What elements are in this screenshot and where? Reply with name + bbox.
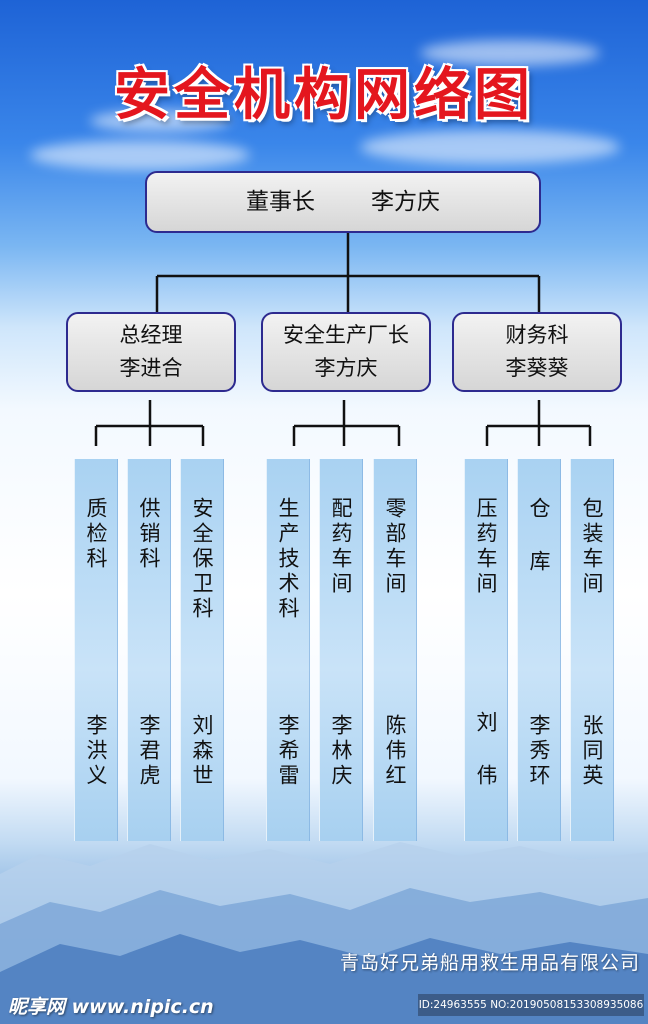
- department-head: 刘 伟: [474, 711, 498, 789]
- watermark-logo: 昵享网 www.nipic.cn: [8, 996, 214, 1018]
- cloud: [360, 130, 620, 164]
- chairman-node: 董事长 李方庆: [145, 171, 541, 233]
- cloud: [30, 140, 250, 170]
- department-column: 安全保卫科 刘森世: [180, 459, 224, 841]
- branch-name: 李方庆: [314, 356, 378, 380]
- department-column: 供销科 李君虎: [127, 459, 171, 841]
- department-column: 包装车间 张同英: [570, 459, 614, 841]
- page-title: 安全机构网络图: [114, 62, 534, 128]
- department-name: 包装车间: [580, 497, 604, 597]
- cloud: [420, 40, 600, 66]
- department-name: 配药车间: [329, 497, 353, 597]
- branch-node: 安全生产厂长 李方庆: [261, 312, 431, 392]
- branch-role: 财务科: [505, 323, 569, 347]
- department-name: 质检科: [84, 497, 108, 572]
- branch-role: 总经理: [119, 323, 183, 347]
- department-head: 李君虎: [137, 714, 161, 789]
- department-name: 压药车间: [474, 497, 498, 597]
- chairman-role: 董事长: [246, 188, 315, 215]
- branch-role: 安全生产厂长: [283, 323, 409, 347]
- department-name: 供销科: [137, 497, 161, 572]
- department-column: 生产技术科 李希雷: [266, 459, 310, 841]
- department-head: 李林庆: [329, 714, 353, 789]
- branch-node: 财务科 李葵葵: [452, 312, 622, 392]
- department-name: 安全保卫科: [190, 497, 214, 622]
- department-column: 零部车间 陈伟红: [373, 459, 417, 841]
- department-name: 生产技术科: [276, 497, 300, 622]
- department-column: 配药车间 李林庆: [319, 459, 363, 841]
- department-name: 仓 库: [527, 497, 551, 575]
- branch-node: 总经理 李进合: [66, 312, 236, 392]
- department-head: 李洪义: [84, 714, 108, 789]
- chairman-name: 李方庆: [371, 188, 440, 215]
- department-head: 陈伟红: [383, 714, 407, 789]
- department-name: 零部车间: [383, 497, 407, 597]
- image-id-bar: ID:24963555 NO:20190508153308935086: [418, 994, 644, 1016]
- mountains-illustration: [0, 842, 648, 1024]
- department-head: 李希雷: [276, 714, 300, 789]
- department-column: 压药车间 刘 伟: [464, 459, 508, 841]
- company-name: 青岛好兄弟船用救生用品有限公司: [339, 952, 640, 974]
- cloud: [90, 110, 230, 132]
- department-column: 仓 库 李秀环: [517, 459, 561, 841]
- branch-name: 李葵葵: [505, 356, 569, 380]
- department-head: 李秀环: [527, 714, 551, 789]
- department-head: 张同英: [580, 714, 604, 789]
- branch-name: 李进合: [119, 356, 183, 380]
- department-column: 质检科 李洪义: [74, 459, 118, 841]
- department-head: 刘森世: [190, 714, 214, 789]
